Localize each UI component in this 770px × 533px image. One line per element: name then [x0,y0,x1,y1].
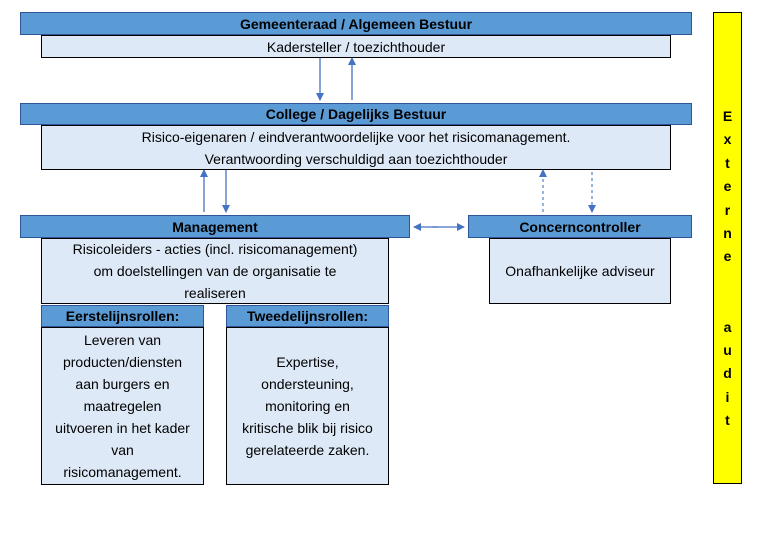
management-header: Management [20,215,410,238]
tweedelijn-line: monitoring en [265,398,350,414]
audit-letter: t [725,154,730,171]
audit-letter: x [723,131,732,148]
management-body: Risicoleiders - acties (incl. risicomana… [41,238,389,304]
audit-letter: n [723,225,732,242]
audit-letter: d [723,365,732,382]
tweedelijn-line: Expertise, [276,354,339,370]
audit-letter [726,292,730,315]
audit-letter: r [724,201,731,218]
audit-letter: t [725,412,730,429]
college-line: Verantwoording verschuldigd aan toezicht… [204,150,508,167]
tweedelijn-line: ondersteuning, [261,376,354,392]
management-line: realiseren [184,285,246,301]
audit-letter: e [723,248,732,265]
eerstelijn-header: Eerstelijnsrollen: [41,305,204,327]
tweedelijn-body: Expertise, ondersteuning, monitoring en … [226,327,389,485]
eerstelijn-line: uitvoeren in het kader [55,420,190,436]
concerncontroller-body: Onafhankelijke adviseur [489,238,671,304]
eerstelijn-line: producten/diensten [62,354,183,370]
tweedelijn-line: kritische blik bij risico [242,420,373,436]
audit-letter [726,269,730,292]
management-line: om doelstellingen van de organisatie te [93,263,337,279]
tweedelijn-header: Tweedelijnsrollen: [226,305,389,327]
eerstelijn-line: van [111,442,134,458]
eerstelijn-line: aan burgers en [75,376,170,392]
audit-letter: E [722,108,733,124]
tweedelijn-line: gerelateerde zaken. [245,442,370,458]
eerstelijn-line: maatregelen [83,398,162,414]
eerstelijn-body: Leveren van producten/diensten aan burge… [41,327,204,485]
gemeenteraad-header: Gemeenteraad / Algemeen Bestuur [20,12,692,35]
college-body: Risico-eigenaren / eindverantwoordelijke… [41,125,671,170]
audit-letter: a [723,318,732,335]
eerstelijn-line: risicomanagement. [63,464,182,480]
gemeenteraad-body: Kadersteller / toezichthouder [41,35,671,58]
college-line: Risico-eigenaren / eindverantwoordelijke… [141,128,571,145]
audit-letter: u [723,342,732,359]
externe-audit-bar: E x t e r n e a u d i t [713,12,742,484]
college-header: College / Dagelijks Bestuur [20,103,692,125]
audit-letter: i [725,388,730,405]
management-line: Risicoleiders - acties (incl. risicomana… [72,241,358,257]
concerncontroller-header: Concerncontroller [468,215,692,238]
audit-letter: e [723,178,732,195]
eerstelijn-line: Leveren van [83,332,162,348]
